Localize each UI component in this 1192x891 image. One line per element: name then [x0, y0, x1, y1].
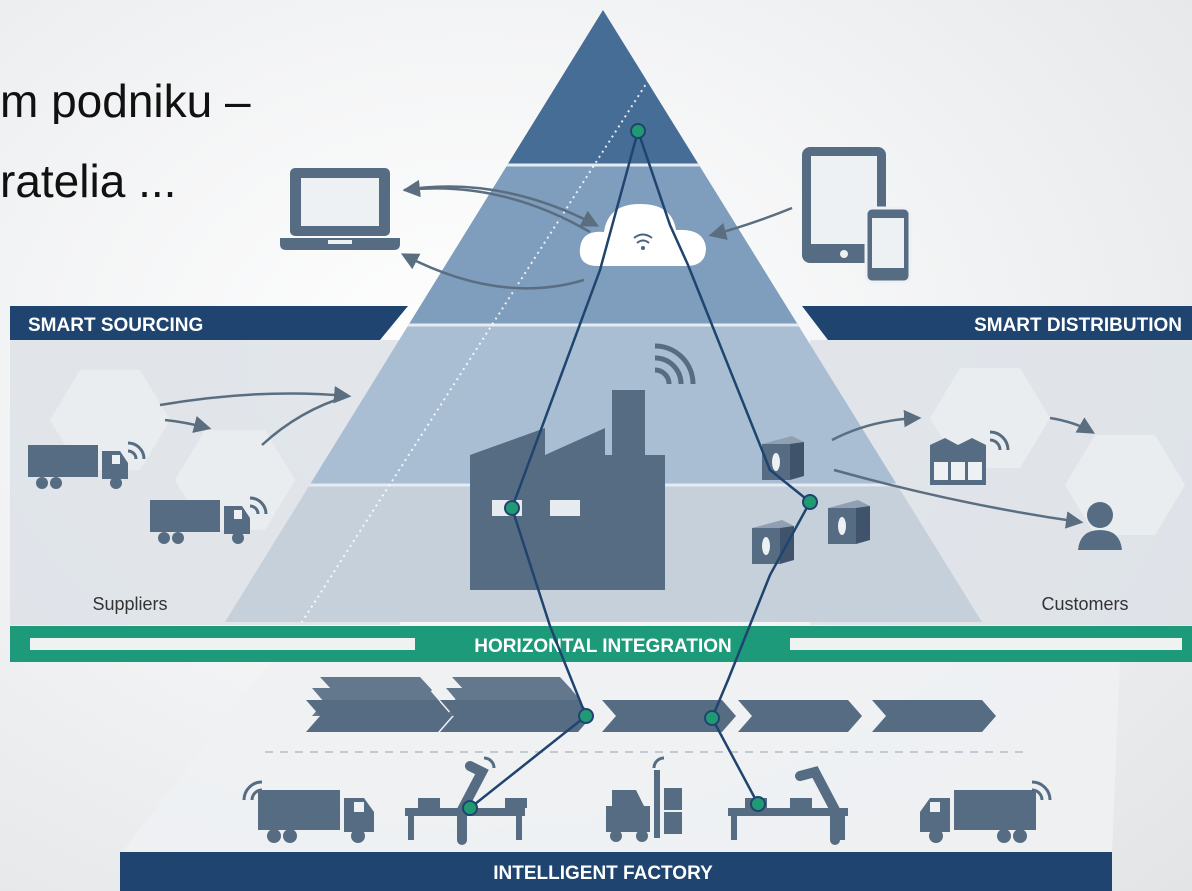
cloud-wifi-icon	[579, 204, 706, 266]
intelligent-factory-banner: INTELLIGENT FACTORY	[120, 852, 1112, 891]
page-title-line-1: m podniku –	[0, 75, 251, 127]
suppliers-label: Suppliers	[92, 594, 167, 614]
horizontal-integration-label: HORIZONTAL INTEGRATION	[474, 636, 732, 657]
smart-distribution-label: SMART DISTRIBUTION	[974, 315, 1182, 336]
customers-label: Customers	[1041, 594, 1128, 614]
phone-icon	[864, 206, 912, 284]
person-icon	[1078, 502, 1122, 550]
intelligent-factory-label: INTELLIGENT FACTORY	[493, 863, 713, 884]
laptop-icon	[280, 168, 400, 250]
page-title-line-2: ratelia ...	[0, 155, 177, 207]
process-chevrons	[306, 677, 996, 732]
warehouse-icon	[930, 430, 1010, 485]
truck-icon	[242, 780, 1052, 843]
cloud-connection-arrows	[159, 179, 1096, 529]
truck-icon	[28, 441, 268, 544]
network-nodes	[462, 123, 818, 816]
horizontal-integration-bar: HORIZONTAL INTEGRATION	[10, 626, 1192, 662]
smart-sourcing-label: SMART SOURCING	[28, 315, 203, 336]
forklift-icon	[606, 756, 682, 842]
